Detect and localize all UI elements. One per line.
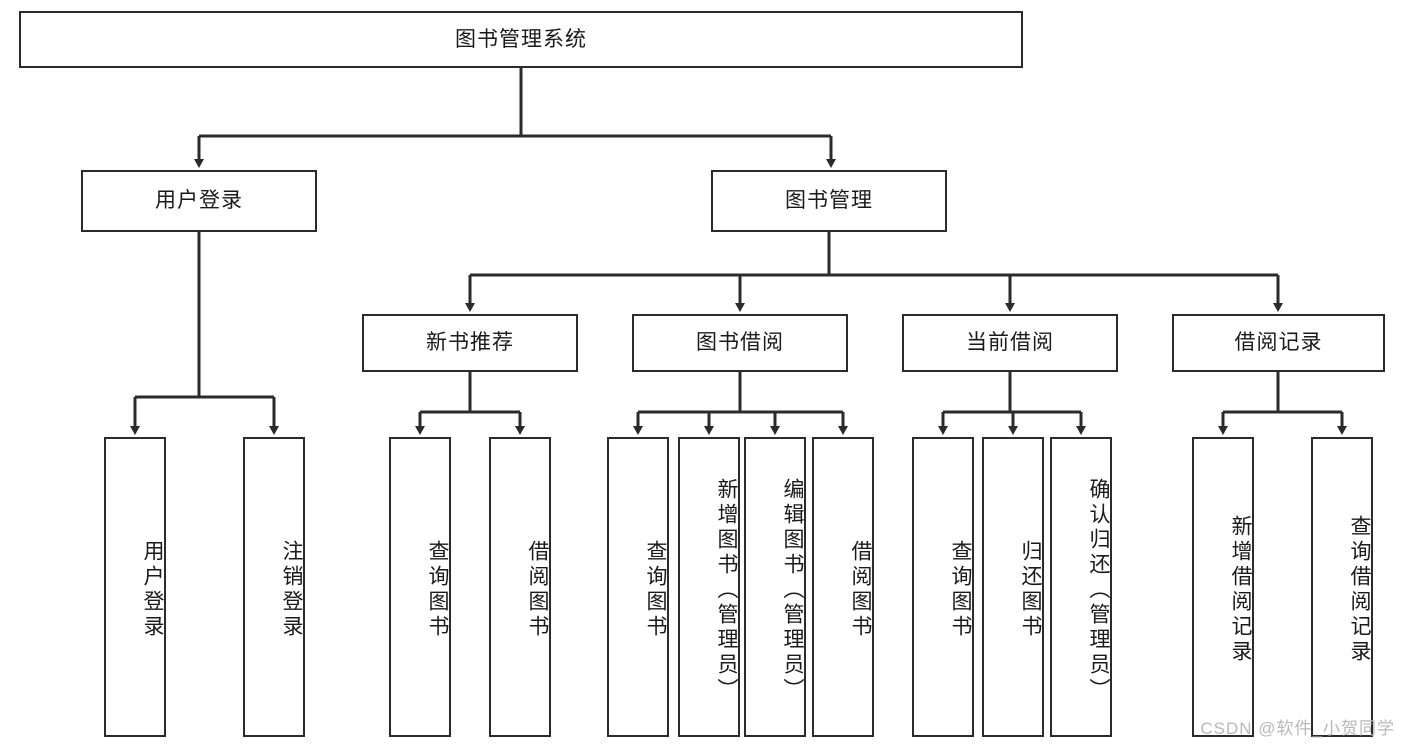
edge-group-book-manage bbox=[465, 232, 1283, 312]
node-book-management[interactable]: 图书管理 bbox=[711, 170, 947, 232]
leaf-add-borrow-record-label: 新增借阅记录 bbox=[1229, 515, 1252, 665]
edge-group-current-borrow bbox=[938, 372, 1086, 435]
leaf-query-book-current-label: 查询图书 bbox=[949, 540, 972, 640]
leaf-user-login[interactable]: 用户登录 bbox=[104, 437, 166, 737]
leaf-edit-book-admin-label: 编辑图书（管理员） bbox=[781, 477, 804, 703]
leaf-add-book-admin-label: 新增图书（管理员） bbox=[715, 477, 738, 703]
leaf-confirm-return-admin[interactable]: 确认归还（管理员） bbox=[1050, 437, 1112, 737]
node-root[interactable]: 图书管理系统 bbox=[19, 11, 1023, 68]
leaf-confirm-return-admin-label: 确认归还（管理员） bbox=[1087, 477, 1110, 703]
node-current-borrow-label: 当前借阅 bbox=[966, 331, 1054, 355]
leaf-add-borrow-record[interactable]: 新增借阅记录 bbox=[1192, 437, 1254, 737]
leaf-borrow-book-label: 借阅图书 bbox=[849, 540, 872, 640]
leaf-user-login-label: 用户登录 bbox=[141, 540, 164, 640]
leaf-add-book-admin[interactable]: 新增图书（管理员） bbox=[678, 437, 740, 737]
node-user-login-label: 用户登录 bbox=[155, 189, 243, 213]
leaf-query-book-borrow[interactable]: 查询图书 bbox=[607, 437, 669, 737]
leaf-query-borrow-record[interactable]: 查询借阅记录 bbox=[1311, 437, 1373, 737]
node-borrow-record[interactable]: 借阅记录 bbox=[1172, 314, 1385, 372]
leaf-borrow-book-new[interactable]: 借阅图书 bbox=[489, 437, 551, 737]
node-book-management-label: 图书管理 bbox=[785, 189, 873, 213]
leaf-edit-book-admin[interactable]: 编辑图书（管理员） bbox=[744, 437, 806, 737]
edge-group-borrow-record bbox=[1218, 372, 1347, 435]
node-new-book-recommend[interactable]: 新书推荐 bbox=[362, 314, 578, 372]
node-root-label: 图书管理系统 bbox=[455, 27, 587, 51]
node-book-borrow-label: 图书借阅 bbox=[696, 331, 784, 355]
node-new-book-recommend-label: 新书推荐 bbox=[426, 331, 514, 355]
leaf-borrow-book-new-label: 借阅图书 bbox=[526, 540, 549, 640]
leaf-query-book-current[interactable]: 查询图书 bbox=[912, 437, 974, 737]
edge-group-root bbox=[194, 68, 836, 168]
leaf-query-borrow-record-label: 查询借阅记录 bbox=[1348, 515, 1371, 665]
node-current-borrow[interactable]: 当前借阅 bbox=[902, 314, 1118, 372]
edge-group-new-books bbox=[415, 372, 525, 435]
watermark: CSDN @软件_小贺同学 bbox=[1200, 719, 1395, 738]
leaf-query-book-new-label: 查询图书 bbox=[426, 540, 449, 640]
leaf-return-book-label: 归还图书 bbox=[1019, 540, 1042, 640]
node-user-login[interactable]: 用户登录 bbox=[81, 170, 317, 232]
edge-group-user-login bbox=[130, 232, 279, 435]
leaf-query-book-new[interactable]: 查询图书 bbox=[389, 437, 451, 737]
leaf-logout-label: 注销登录 bbox=[280, 540, 303, 640]
leaf-borrow-book[interactable]: 借阅图书 bbox=[812, 437, 874, 737]
edge-group-borrow bbox=[633, 372, 848, 435]
leaf-return-book[interactable]: 归还图书 bbox=[982, 437, 1044, 737]
leaf-query-book-borrow-label: 查询图书 bbox=[644, 540, 667, 640]
node-book-borrow[interactable]: 图书借阅 bbox=[632, 314, 848, 372]
node-borrow-record-label: 借阅记录 bbox=[1234, 331, 1323, 355]
leaf-logout[interactable]: 注销登录 bbox=[243, 437, 305, 737]
